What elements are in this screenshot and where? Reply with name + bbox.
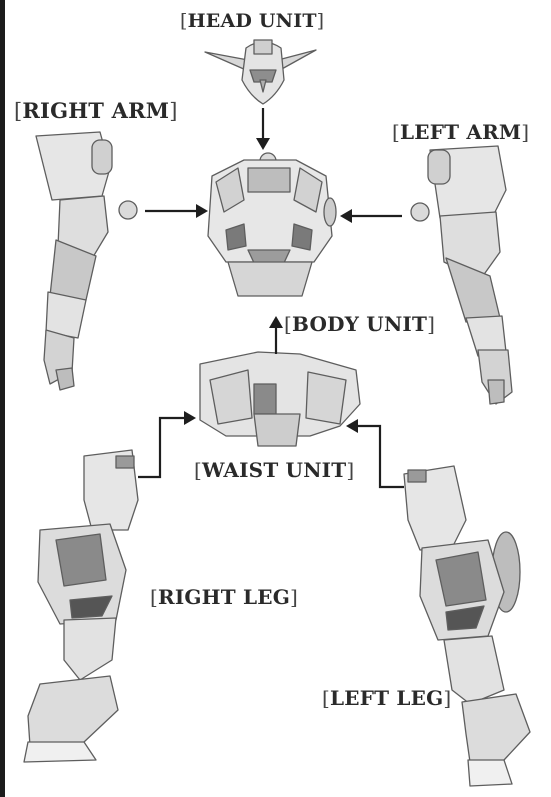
arrow-left-arm-to-body [340,209,402,223]
label-head-unit: [HEAD UNIT] [180,10,324,32]
body-unit-part [208,153,336,296]
label-right-arm: [RIGHT ARM] [14,98,178,123]
label-head-unit-text: HEAD UNIT [188,10,317,32]
label-right-arm-text: RIGHT ARM [22,98,169,123]
arrow-left-leg-to-waist [346,419,404,487]
right-leg-part [24,450,138,762]
label-waist-unit: [WAIST UNIT] [194,458,354,482]
waist-unit-part [200,352,360,446]
label-waist-unit-text: WAIST UNIT [202,458,346,482]
arrow-head-to-body [256,108,270,150]
left-leg-part [404,466,530,786]
label-body-unit: [BODY UNIT] [284,312,435,336]
right-arm-part [36,132,137,390]
label-right-leg-text: RIGHT LEG [158,585,290,609]
label-body-unit-text: BODY UNIT [292,312,427,336]
head-unit-part [205,40,316,104]
label-left-leg-text: LEFT LEG [330,686,443,710]
arrow-right-leg-to-waist [138,411,196,477]
arrow-right-arm-to-body [145,204,208,218]
label-left-arm-text: LEFT ARM [400,120,521,144]
label-left-arm: [LEFT ARM] [392,120,529,144]
left-arm-part [411,146,512,404]
arrow-waist-to-body [269,316,283,354]
label-right-leg: [RIGHT LEG] [150,585,298,609]
label-left-leg: [LEFT LEG] [322,686,451,710]
